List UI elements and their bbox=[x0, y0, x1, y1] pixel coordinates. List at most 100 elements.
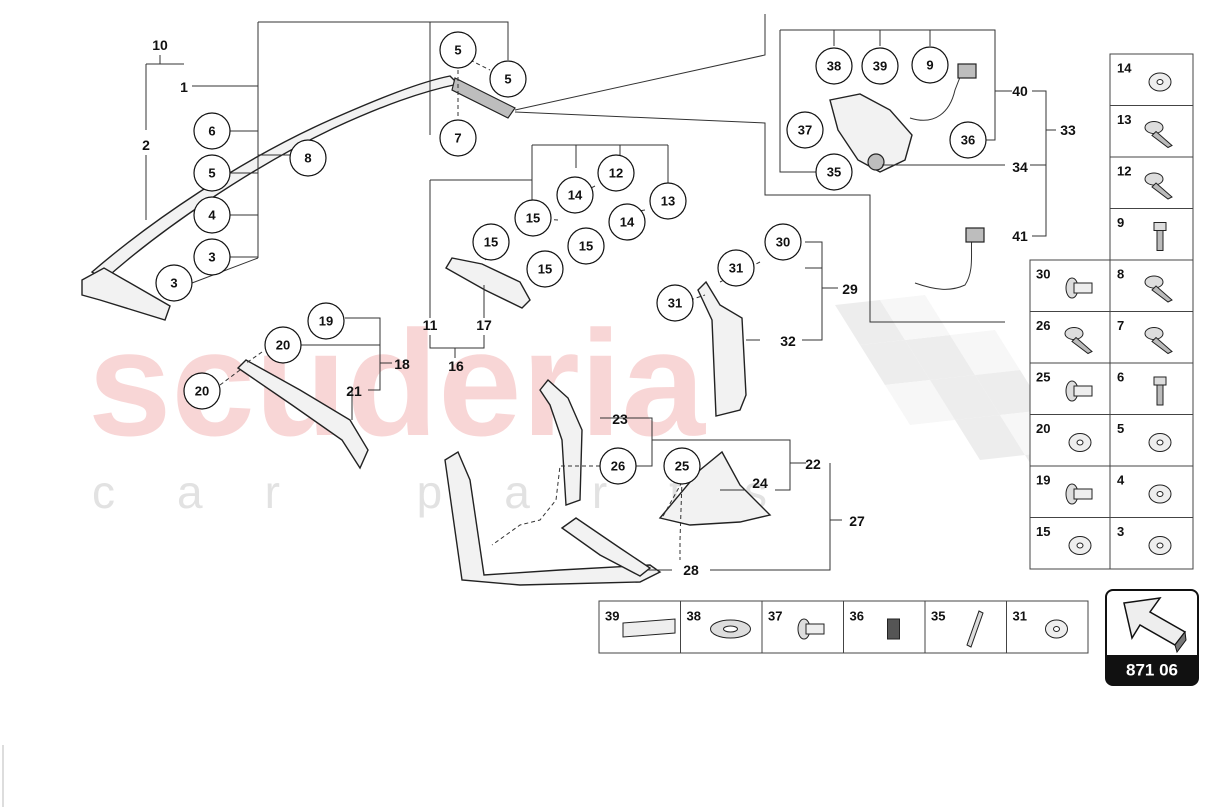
legend-cell-31: 31 bbox=[1006, 600, 1089, 654]
part-windshield-trim-17 bbox=[445, 257, 531, 309]
labels: 10 1 2 40 33 34 41 29 32 11 17 16 18 21 … bbox=[142, 37, 1076, 578]
svg-text:9: 9 bbox=[926, 58, 933, 73]
svg-text:7: 7 bbox=[1117, 318, 1124, 333]
label-28: 28 bbox=[683, 562, 699, 578]
callout-15: 15 bbox=[514, 199, 552, 237]
svg-text:3: 3 bbox=[1117, 524, 1124, 539]
part-actuator-assembly bbox=[829, 63, 977, 173]
svg-text:4: 4 bbox=[1117, 473, 1125, 488]
washer-icon bbox=[1068, 433, 1092, 452]
svg-text:15: 15 bbox=[1036, 524, 1050, 539]
screw-icon bbox=[1144, 121, 1173, 149]
pin-icon bbox=[966, 610, 984, 648]
svg-text:36: 36 bbox=[850, 609, 864, 624]
label-34: 34 bbox=[1012, 159, 1028, 175]
legend-cell-6: 6 bbox=[1109, 362, 1194, 415]
part-roof-rail bbox=[81, 75, 516, 321]
callout-14: 14 bbox=[556, 176, 594, 214]
callout-37: 37 bbox=[786, 111, 824, 149]
callout-31: 31 bbox=[717, 249, 755, 287]
svg-text:31: 31 bbox=[729, 261, 743, 276]
callout-3: 3 bbox=[193, 238, 231, 276]
svg-text:15: 15 bbox=[484, 235, 498, 250]
diagram-number-badge: 871 06 bbox=[1105, 589, 1199, 686]
callout-15: 15 bbox=[567, 227, 605, 265]
callout-7: 7 bbox=[439, 119, 477, 157]
clip-icon bbox=[887, 618, 900, 640]
rivet-icon bbox=[1065, 380, 1093, 402]
part-cable-41 bbox=[914, 227, 985, 290]
washer-icon bbox=[1068, 536, 1092, 555]
label-10: 10 bbox=[152, 37, 168, 53]
svg-text:25: 25 bbox=[1036, 370, 1050, 385]
legend-cell-5: 5 bbox=[1109, 414, 1194, 467]
callout-12: 12 bbox=[597, 154, 635, 192]
legend-cell-9: 9 bbox=[1109, 208, 1194, 261]
label-1: 1 bbox=[180, 79, 188, 95]
svg-text:15: 15 bbox=[579, 239, 593, 254]
washer-icon bbox=[1148, 484, 1172, 504]
screw-icon bbox=[1064, 327, 1093, 355]
screw-icon bbox=[1144, 327, 1173, 355]
callout-39: 39 bbox=[861, 47, 899, 85]
label-23: 23 bbox=[612, 411, 628, 427]
callout-31: 31 bbox=[656, 284, 694, 322]
svg-text:35: 35 bbox=[827, 165, 841, 180]
legend-cell-38: 38 bbox=[680, 600, 763, 654]
svg-text:3: 3 bbox=[208, 250, 215, 265]
callout-26: 26 bbox=[599, 447, 637, 485]
ring-icon bbox=[710, 619, 751, 639]
legend-cell-35: 35 bbox=[924, 600, 1007, 654]
svg-text:20: 20 bbox=[195, 384, 209, 399]
label-2: 2 bbox=[142, 137, 150, 153]
legend-cell-36: 36 bbox=[843, 600, 926, 654]
svg-text:14: 14 bbox=[1117, 61, 1132, 76]
svg-text:8: 8 bbox=[304, 151, 311, 166]
washer-icon bbox=[1148, 536, 1172, 555]
svg-text:19: 19 bbox=[319, 314, 333, 329]
svg-text:37: 37 bbox=[798, 123, 812, 138]
arrow-up-left-icon bbox=[1123, 597, 1187, 654]
callout-5: 5 bbox=[439, 31, 477, 69]
svg-text:39: 39 bbox=[605, 609, 619, 624]
svg-text:37: 37 bbox=[768, 609, 782, 624]
callout-4: 4 bbox=[193, 196, 231, 234]
washer-icon bbox=[1148, 433, 1172, 452]
callout-25: 25 bbox=[663, 447, 701, 485]
watermark-tagline: car parts bbox=[92, 466, 829, 518]
svg-text:20: 20 bbox=[1036, 421, 1050, 436]
part-trim-18 bbox=[236, 359, 369, 470]
svg-text:30: 30 bbox=[776, 235, 790, 250]
svg-text:5: 5 bbox=[454, 43, 461, 58]
svg-text:15: 15 bbox=[538, 262, 552, 277]
label-29: 29 bbox=[842, 281, 858, 297]
label-22: 22 bbox=[805, 456, 821, 472]
svg-text:39: 39 bbox=[873, 59, 887, 74]
svg-text:20: 20 bbox=[276, 338, 290, 353]
svg-text:12: 12 bbox=[609, 166, 623, 181]
legend-cell-8: 8 bbox=[1109, 259, 1194, 312]
callout-19: 19 bbox=[307, 302, 345, 340]
callout-5: 5 bbox=[193, 154, 231, 192]
rivet-icon bbox=[1065, 483, 1093, 505]
legend-cell-4: 4 bbox=[1109, 465, 1194, 518]
label-16: 16 bbox=[448, 358, 464, 374]
label-21: 21 bbox=[346, 383, 362, 399]
svg-text:12: 12 bbox=[1117, 164, 1131, 179]
svg-text:25: 25 bbox=[675, 459, 689, 474]
callout-38: 38 bbox=[815, 47, 853, 85]
callout-20: 20 bbox=[183, 372, 221, 410]
svg-text:30: 30 bbox=[1036, 267, 1050, 282]
label-40: 40 bbox=[1012, 83, 1028, 99]
callout-36: 36 bbox=[949, 121, 987, 159]
svg-text:38: 38 bbox=[687, 609, 701, 624]
label-27: 27 bbox=[849, 513, 865, 529]
legend-cell-26: 26 bbox=[1029, 311, 1111, 364]
svg-text:36: 36 bbox=[961, 133, 975, 148]
svg-text:38: 38 bbox=[827, 59, 841, 74]
legend-cell-15: 15 bbox=[1029, 517, 1111, 570]
part-pillar-29 bbox=[697, 280, 747, 417]
